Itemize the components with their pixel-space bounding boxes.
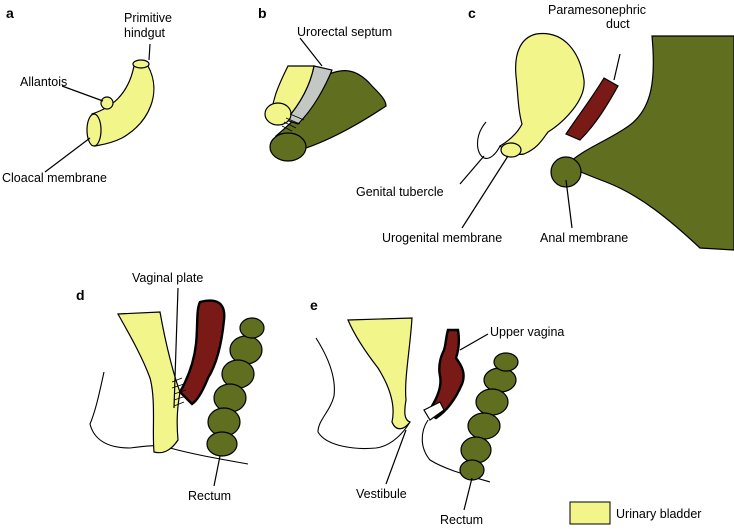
panel-b: b Urorectal septum bbox=[258, 5, 392, 162]
label-paramesonephric: Paramesonephric bbox=[548, 3, 646, 17]
label-vaginal-plate: Vaginal plate bbox=[132, 271, 203, 285]
genital-tubercle-outline bbox=[476, 121, 501, 159]
label-upper-vagina: Upper vagina bbox=[490, 325, 564, 339]
hindgut-top-opening bbox=[132, 59, 150, 69]
rectum-e-segment bbox=[475, 388, 509, 416]
leader-vestibule bbox=[385, 429, 407, 485]
panel-letter-c: c bbox=[468, 5, 476, 21]
rectum-e-segment bbox=[483, 367, 517, 393]
primitive-hindgut-shape bbox=[91, 65, 155, 147]
rectum-e-segment bbox=[493, 352, 519, 372]
label-urogenital-membrane: Urogenital membrane bbox=[382, 231, 502, 245]
body-outline-e bbox=[315, 337, 411, 449]
body-outline-d bbox=[89, 371, 249, 465]
rectum-d-segment bbox=[206, 431, 238, 457]
label-vestibule: Vestibule bbox=[356, 487, 407, 501]
leader-vaginal-plate bbox=[173, 287, 179, 409]
septum-hatching bbox=[281, 113, 305, 132]
rectum-e bbox=[459, 352, 519, 481]
rectum-e-segment bbox=[459, 459, 485, 481]
leader-paramesonephric bbox=[613, 53, 621, 81]
label-allantois: Allantois bbox=[20, 75, 67, 89]
rectum-d-segment bbox=[213, 383, 247, 413]
rectum-end-b bbox=[269, 132, 307, 162]
panel-d: d Vaginal plate Rectum bbox=[76, 271, 265, 503]
leader-rectum-e bbox=[463, 477, 473, 511]
rectum-d bbox=[206, 317, 265, 457]
bladder-e bbox=[347, 317, 413, 430]
label-primitive: Primitive bbox=[124, 11, 172, 25]
allantois-shape bbox=[100, 96, 114, 110]
rectum-e-segment bbox=[467, 412, 501, 440]
leader-upper-vagina bbox=[459, 333, 489, 351]
paramesonephric-duct-shape bbox=[565, 77, 619, 141]
leader-urogenital-membrane bbox=[461, 155, 509, 229]
leader-urorectal-septum bbox=[299, 37, 323, 67]
leader-rectum-d bbox=[213, 455, 221, 487]
panel-letter-d: d bbox=[76, 287, 85, 303]
panel-a: a Primitive hindgut Allantois Cloacal me… bbox=[2, 5, 172, 185]
urogenital-membrane-shape bbox=[500, 142, 522, 158]
label-rectum-d: Rectum bbox=[188, 489, 231, 503]
legend-swatch-urinary-bladder bbox=[569, 501, 611, 525]
vaginal-plate-hatching bbox=[171, 377, 187, 407]
paramesonephric-duct-d bbox=[178, 299, 226, 406]
panel-letter-a: a bbox=[6, 5, 14, 21]
rectum-region-b bbox=[274, 70, 387, 151]
label-rectum-e: Rectum bbox=[440, 513, 483, 527]
leader-allantois bbox=[61, 85, 104, 102]
cloacal-membrane-shape bbox=[86, 113, 102, 147]
anal-membrane-shape bbox=[550, 156, 582, 188]
leader-anal-membrane bbox=[565, 179, 573, 229]
label-genital-tubercle: Genital tubercle bbox=[356, 185, 444, 199]
leader-genital-tubercle bbox=[459, 155, 485, 185]
label-hindgut: hindgut bbox=[124, 26, 166, 40]
rectum-e-segment bbox=[460, 436, 492, 464]
leader-cloacal-membrane bbox=[44, 137, 91, 173]
vaginal-lumen-e bbox=[423, 401, 445, 421]
legend: Urinary bladder bbox=[569, 501, 701, 525]
bladder-end-b bbox=[264, 102, 292, 126]
label-urorectal-septum: Urorectal septum bbox=[297, 25, 392, 39]
rectum-region-c bbox=[564, 35, 734, 251]
label-anal-membrane: Anal membrane bbox=[540, 231, 628, 245]
label-duct: duct bbox=[606, 17, 630, 31]
legend-label-urinary-bladder: Urinary bladder bbox=[616, 507, 701, 521]
panel-e: e Upper vagina Vestibule Rectum bbox=[310, 297, 564, 527]
bladder-d bbox=[117, 311, 181, 454]
leader-hindgut bbox=[148, 43, 151, 61]
rectum-d-segment bbox=[239, 317, 265, 339]
label-cloacal-membrane: Cloacal membrane bbox=[2, 171, 107, 185]
panel-c: c Paramesonephric duct Genital tubercle … bbox=[356, 3, 734, 251]
panel-letter-e: e bbox=[310, 297, 318, 313]
panel-letter-b: b bbox=[258, 5, 267, 21]
